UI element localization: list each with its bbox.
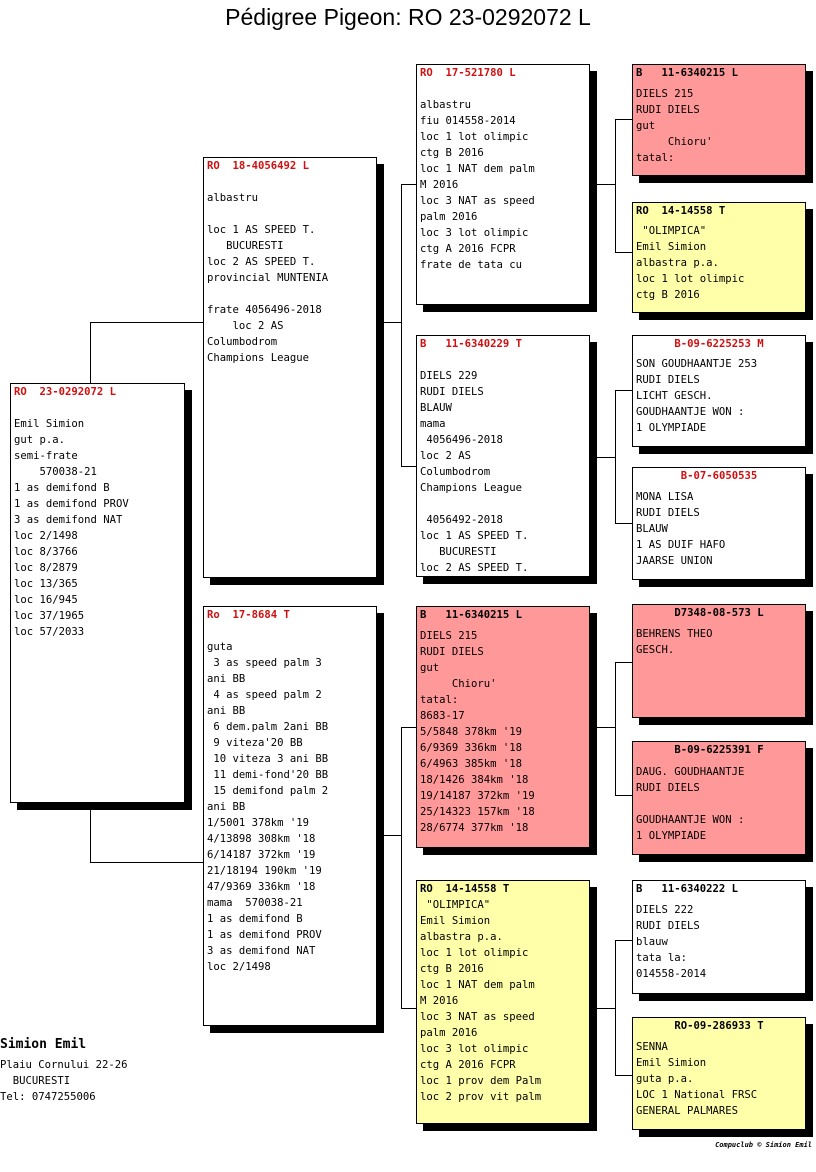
ggp-card-fmm: B-07-6050535 MONA LISA RUDI DIELS BLAUW …: [632, 467, 806, 580]
connector: [90, 322, 204, 323]
ggp-card-mff: D7348-08-573 L BEHRENS THEO GESCH.: [632, 604, 806, 718]
ggp-card-fmf: B-09-6225253 M SON GOUDHAANTJE 253 RUDI …: [632, 335, 806, 447]
ring-number: B 11-6340222 L: [636, 883, 739, 895]
card-details: DIELS 215 RUDI DIELS gut Chioru' tatal:: [636, 88, 713, 164]
credit-text: Compuclub © Simion Emil: [715, 1141, 812, 1149]
paternal-grandfather-card: RO 17-521780 L albastru fiu 014558-2014 …: [416, 64, 590, 305]
owner-address: Plaiu Cornului 22-26 BUCURESTI Tel: 0747…: [0, 1059, 128, 1103]
ggp-card-fff: B 11-6340215 L DIELS 215 RUDI DIELS gut …: [632, 64, 806, 176]
connector: [615, 795, 632, 796]
card-details: "OLIMPICA" Emil Simion albastra p.a. loc…: [636, 225, 745, 301]
connector: [597, 457, 616, 458]
ring-number: D7348-08-573 L: [674, 607, 764, 619]
card-details: DIELS 229 RUDI DIELS BLAUW mama 4056496-…: [420, 370, 529, 574]
connector: [615, 252, 632, 253]
ring-number: Ro 17-8684 T: [207, 609, 290, 621]
mother-card: Ro 17-8684 T guta 3 as speed palm 3 ani …: [203, 606, 377, 1026]
connector: [401, 466, 417, 467]
connector: [615, 662, 616, 795]
connector: [401, 1008, 417, 1009]
ggp-card-mfm: B-09-6225391 F DAUG. GOUDHAANTJE RUDI DI…: [632, 741, 806, 855]
father-card: RO 18-4056492 L albastru loc 1 AS SPEED …: [203, 157, 377, 578]
paternal-grandmother-card: B 11-6340229 T DIELS 229 RUDI DIELS BLAU…: [416, 335, 590, 577]
connector: [615, 1075, 632, 1076]
ggp-card-mmm: RO-09-286933 T SENNA Emil Simion guta p.…: [632, 1017, 806, 1130]
ring-number: B 11-6340229 T: [420, 338, 523, 350]
connector: [597, 1008, 616, 1009]
connector: [615, 390, 632, 391]
connector: [597, 727, 616, 728]
ring-number: B-07-6050535: [680, 470, 758, 482]
page-title: Pédigree Pigeon: RO 23-0292072 L: [225, 4, 591, 30]
card-details: MONA LISA RUDI DIELS BLAUW 1 AS DUIF HAF…: [636, 491, 726, 567]
card-details: Emil Simion gut p.a. semi-frate 570038-2…: [14, 418, 129, 638]
ring-number: B 11-6340215 L: [636, 67, 739, 79]
connector: [384, 322, 402, 323]
ring-number: RO 18-4056492 L: [207, 160, 310, 172]
ring-number: B-09-6225391 F: [674, 744, 764, 756]
ring-number: RO 17-521780 L: [420, 67, 516, 79]
card-details: DAUG. GOUDHAANTJE RUDI DIELS GOUDHAANTJE…: [636, 766, 745, 842]
card-details: DIELS 222 RUDI DIELS blauw tata la: 0145…: [636, 904, 707, 980]
maternal-grandmother-card: RO 14-14558 T "OLIMPICA" Emil Simion alb…: [416, 880, 590, 1124]
connector: [615, 523, 632, 524]
ggp-card-ffm: RO 14-14558 T "OLIMPICA" Emil Simion alb…: [632, 202, 806, 313]
connector: [401, 727, 402, 1008]
card-details: albastru loc 1 AS SPEED T. BUCURESTI loc…: [207, 192, 329, 364]
subject-card: RO 23-0292072 L Emil Simion gut p.a. sem…: [10, 383, 185, 803]
card-details: BEHRENS THEO GESCH.: [636, 628, 713, 656]
maternal-grandfather-card: B 11-6340215 L DIELS 215 RUDI DIELS gut …: [416, 606, 590, 848]
connector: [615, 940, 632, 941]
connector: [401, 727, 417, 728]
card-details: albastru fiu 014558-2014 loc 1 lot olimp…: [420, 99, 535, 271]
ring-number: B-09-6225253 M: [674, 338, 764, 350]
connector: [615, 940, 616, 1075]
card-details: SON GOUDHAANTJE 253 RUDI DIELS LICHT GES…: [636, 358, 758, 434]
connector: [90, 322, 91, 384]
connector: [615, 390, 616, 523]
connector: [90, 862, 204, 863]
ggp-card-mmf: B 11-6340222 L DIELS 222 RUDI DIELS blau…: [632, 880, 806, 994]
ring-number: RO-09-286933 T: [674, 1020, 764, 1032]
card-details: DIELS 215 RUDI DIELS gut Chioru' tatal: …: [420, 630, 535, 834]
connector: [384, 835, 402, 836]
ring-number: RO 14-14558 T: [636, 205, 726, 217]
card-details: guta 3 as speed palm 3 ani BB 4 as speed…: [207, 641, 329, 973]
owner-info: Simion Emil Plaiu Cornului 22-26 BUCURES…: [0, 1036, 128, 1105]
connector: [615, 662, 632, 663]
ring-number: RO 14-14558 T: [420, 883, 510, 895]
connector: [597, 184, 616, 185]
card-details: SENNA Emil Simion guta p.a. LOC 1 Nation…: [636, 1041, 758, 1117]
connector: [401, 184, 417, 185]
card-details: "OLIMPICA" Emil Simion albastra p.a. loc…: [420, 899, 542, 1103]
connector: [90, 803, 91, 862]
ring-number: B 11-6340215 L: [420, 609, 523, 621]
connector: [401, 184, 402, 466]
ring-number: RO 23-0292072 L: [14, 386, 117, 398]
owner-name: Simion Emil: [0, 1037, 87, 1052]
connector: [615, 119, 632, 120]
connector: [615, 119, 616, 252]
